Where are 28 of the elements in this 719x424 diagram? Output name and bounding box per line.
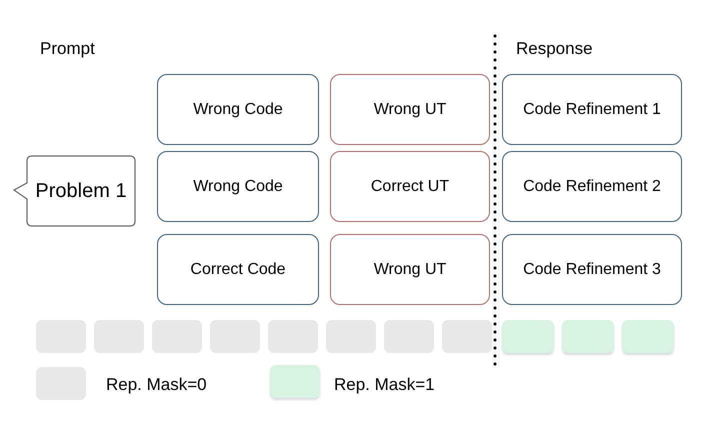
process-box [502,234,682,305]
process-box [157,74,319,145]
section-heading: Prompt [40,38,95,60]
section-heading: Response [516,38,593,60]
process-box [330,74,490,145]
node-label: Code Refinement 1 [523,100,661,120]
process-box [157,234,319,305]
node-label: Code Refinement 3 [523,260,661,280]
legend-label: Rep. Mask=1 [334,374,435,396]
node-label: Wrong Code [193,100,283,120]
token-block [502,320,554,353]
node-label: Wrong UT [374,100,446,120]
legend-label: Rep. Mask=0 [106,374,207,396]
process-box [502,151,682,222]
node-label: Wrong Code [193,176,283,196]
node-label: Correct Code [190,260,286,280]
process-box [157,151,319,222]
token-block [442,320,492,353]
speech-callout [12,155,136,227]
node-label: Correct UT [370,176,450,196]
process-box [502,74,682,145]
node-label: Wrong UT [374,260,446,280]
process-box [330,151,490,222]
node-label: Code Refinement 2 [523,176,661,196]
token-block [562,320,614,353]
process-box [330,234,490,305]
token-block [622,320,674,353]
node-label: Problem 1 [35,180,127,202]
